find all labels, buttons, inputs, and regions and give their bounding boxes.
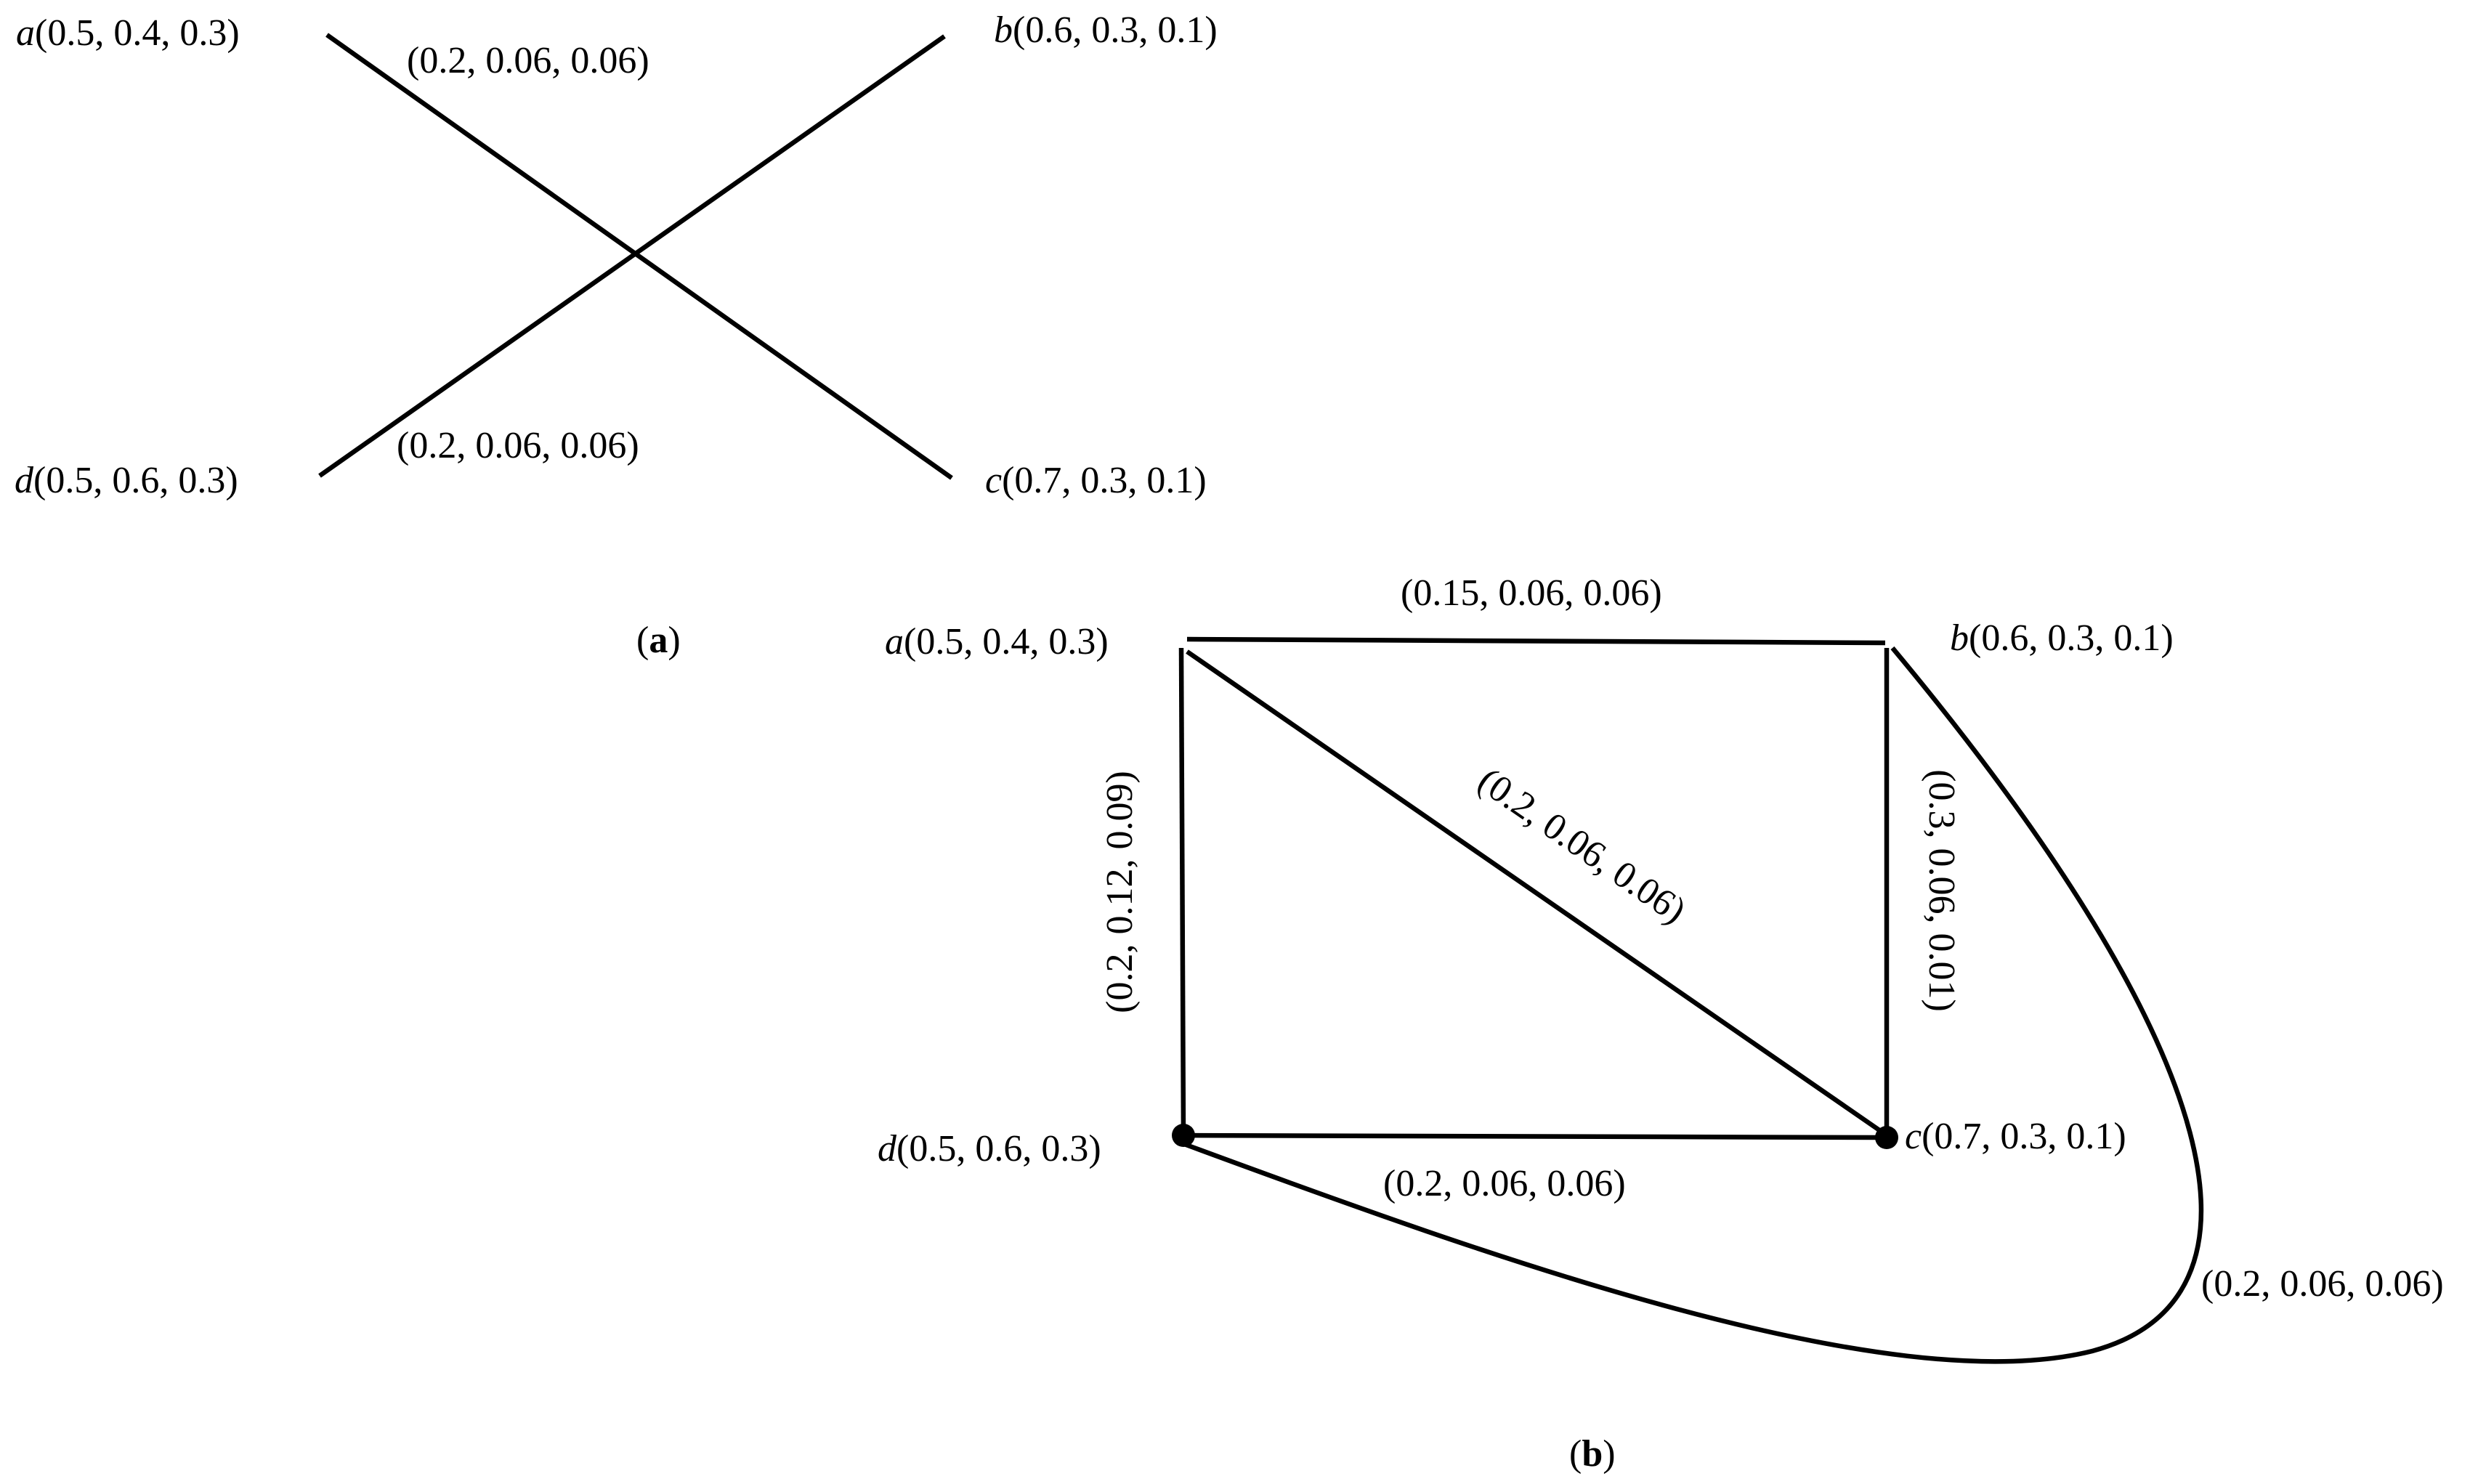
panel-a-edge-d-b: [318, 34, 946, 478]
panel-b-vertex-c-label: c(0.7, 0.3, 0.1): [1905, 1116, 2126, 1157]
panel-b-edge-a-c-label: (0.2, 0.06, 0.06): [1470, 760, 1693, 932]
panel-b-edge-a-d: [1178, 647, 1186, 1136]
panel-b-vertex-d-label: d(0.5, 0.6, 0.3): [878, 1128, 1101, 1169]
panel-b-edge-d-b-label: (0.2, 0.06, 0.06): [2201, 1263, 2444, 1305]
panel-b-caption: (b): [1569, 1433, 1616, 1475]
panel-b-vertex-d-dot: [1172, 1124, 1195, 1147]
panel-b-edge-d-c-label: (0.2, 0.06, 0.06): [1383, 1163, 1626, 1204]
panel-b-edge-a-d-label: (0.2, 0.12, 0.09): [1099, 771, 1141, 1013]
panel-b-edge-d-b-curve: [1183, 646, 2204, 1364]
panel-a-vertex-d-label: d(0.5, 0.6, 0.3): [15, 460, 238, 501]
panel-b-vertex-b-label: b(0.6, 0.3, 0.1): [1950, 617, 2174, 659]
panel-a-edge-d-b-label: (0.2, 0.06, 0.06): [397, 425, 639, 466]
panel-b-vertex-c-dot: [1875, 1126, 1898, 1149]
panel-a-vertex-b-label: b(0.6, 0.3, 0.1): [994, 9, 1218, 51]
panel-b-edge-a-b: [1186, 636, 1886, 646]
panel-a-vertex-c-label: c(0.7, 0.3, 0.1): [985, 460, 1207, 501]
panel-b-edge-a-b-label: (0.15, 0.06, 0.06): [1401, 572, 1662, 614]
panel-b-vertex-a-label: a(0.5, 0.4, 0.3): [885, 621, 1109, 662]
panel-a-vertex-a-label: a(0.5, 0.4, 0.3): [16, 12, 240, 54]
panel-b: a(0.5, 0.4, 0.3) b(0.6, 0.3, 0.1) c(0.7,…: [878, 572, 2444, 1475]
panel-a-edge-a-c-label: (0.2, 0.06, 0.06): [407, 40, 649, 81]
panel-a-caption: (a): [636, 620, 681, 661]
panel-b-edge-a-c: [1186, 649, 1883, 1134]
panel-a-edge-a-c: [325, 33, 953, 480]
panel-b-edge-d-c: [1183, 1132, 1884, 1140]
panel-b-edge-b-c-label: (0.3, 0.06, 0.01): [1921, 769, 1962, 1012]
panel-a: a(0.5, 0.4, 0.3) b(0.6, 0.3, 0.1) c(0.7,…: [15, 9, 1218, 661]
